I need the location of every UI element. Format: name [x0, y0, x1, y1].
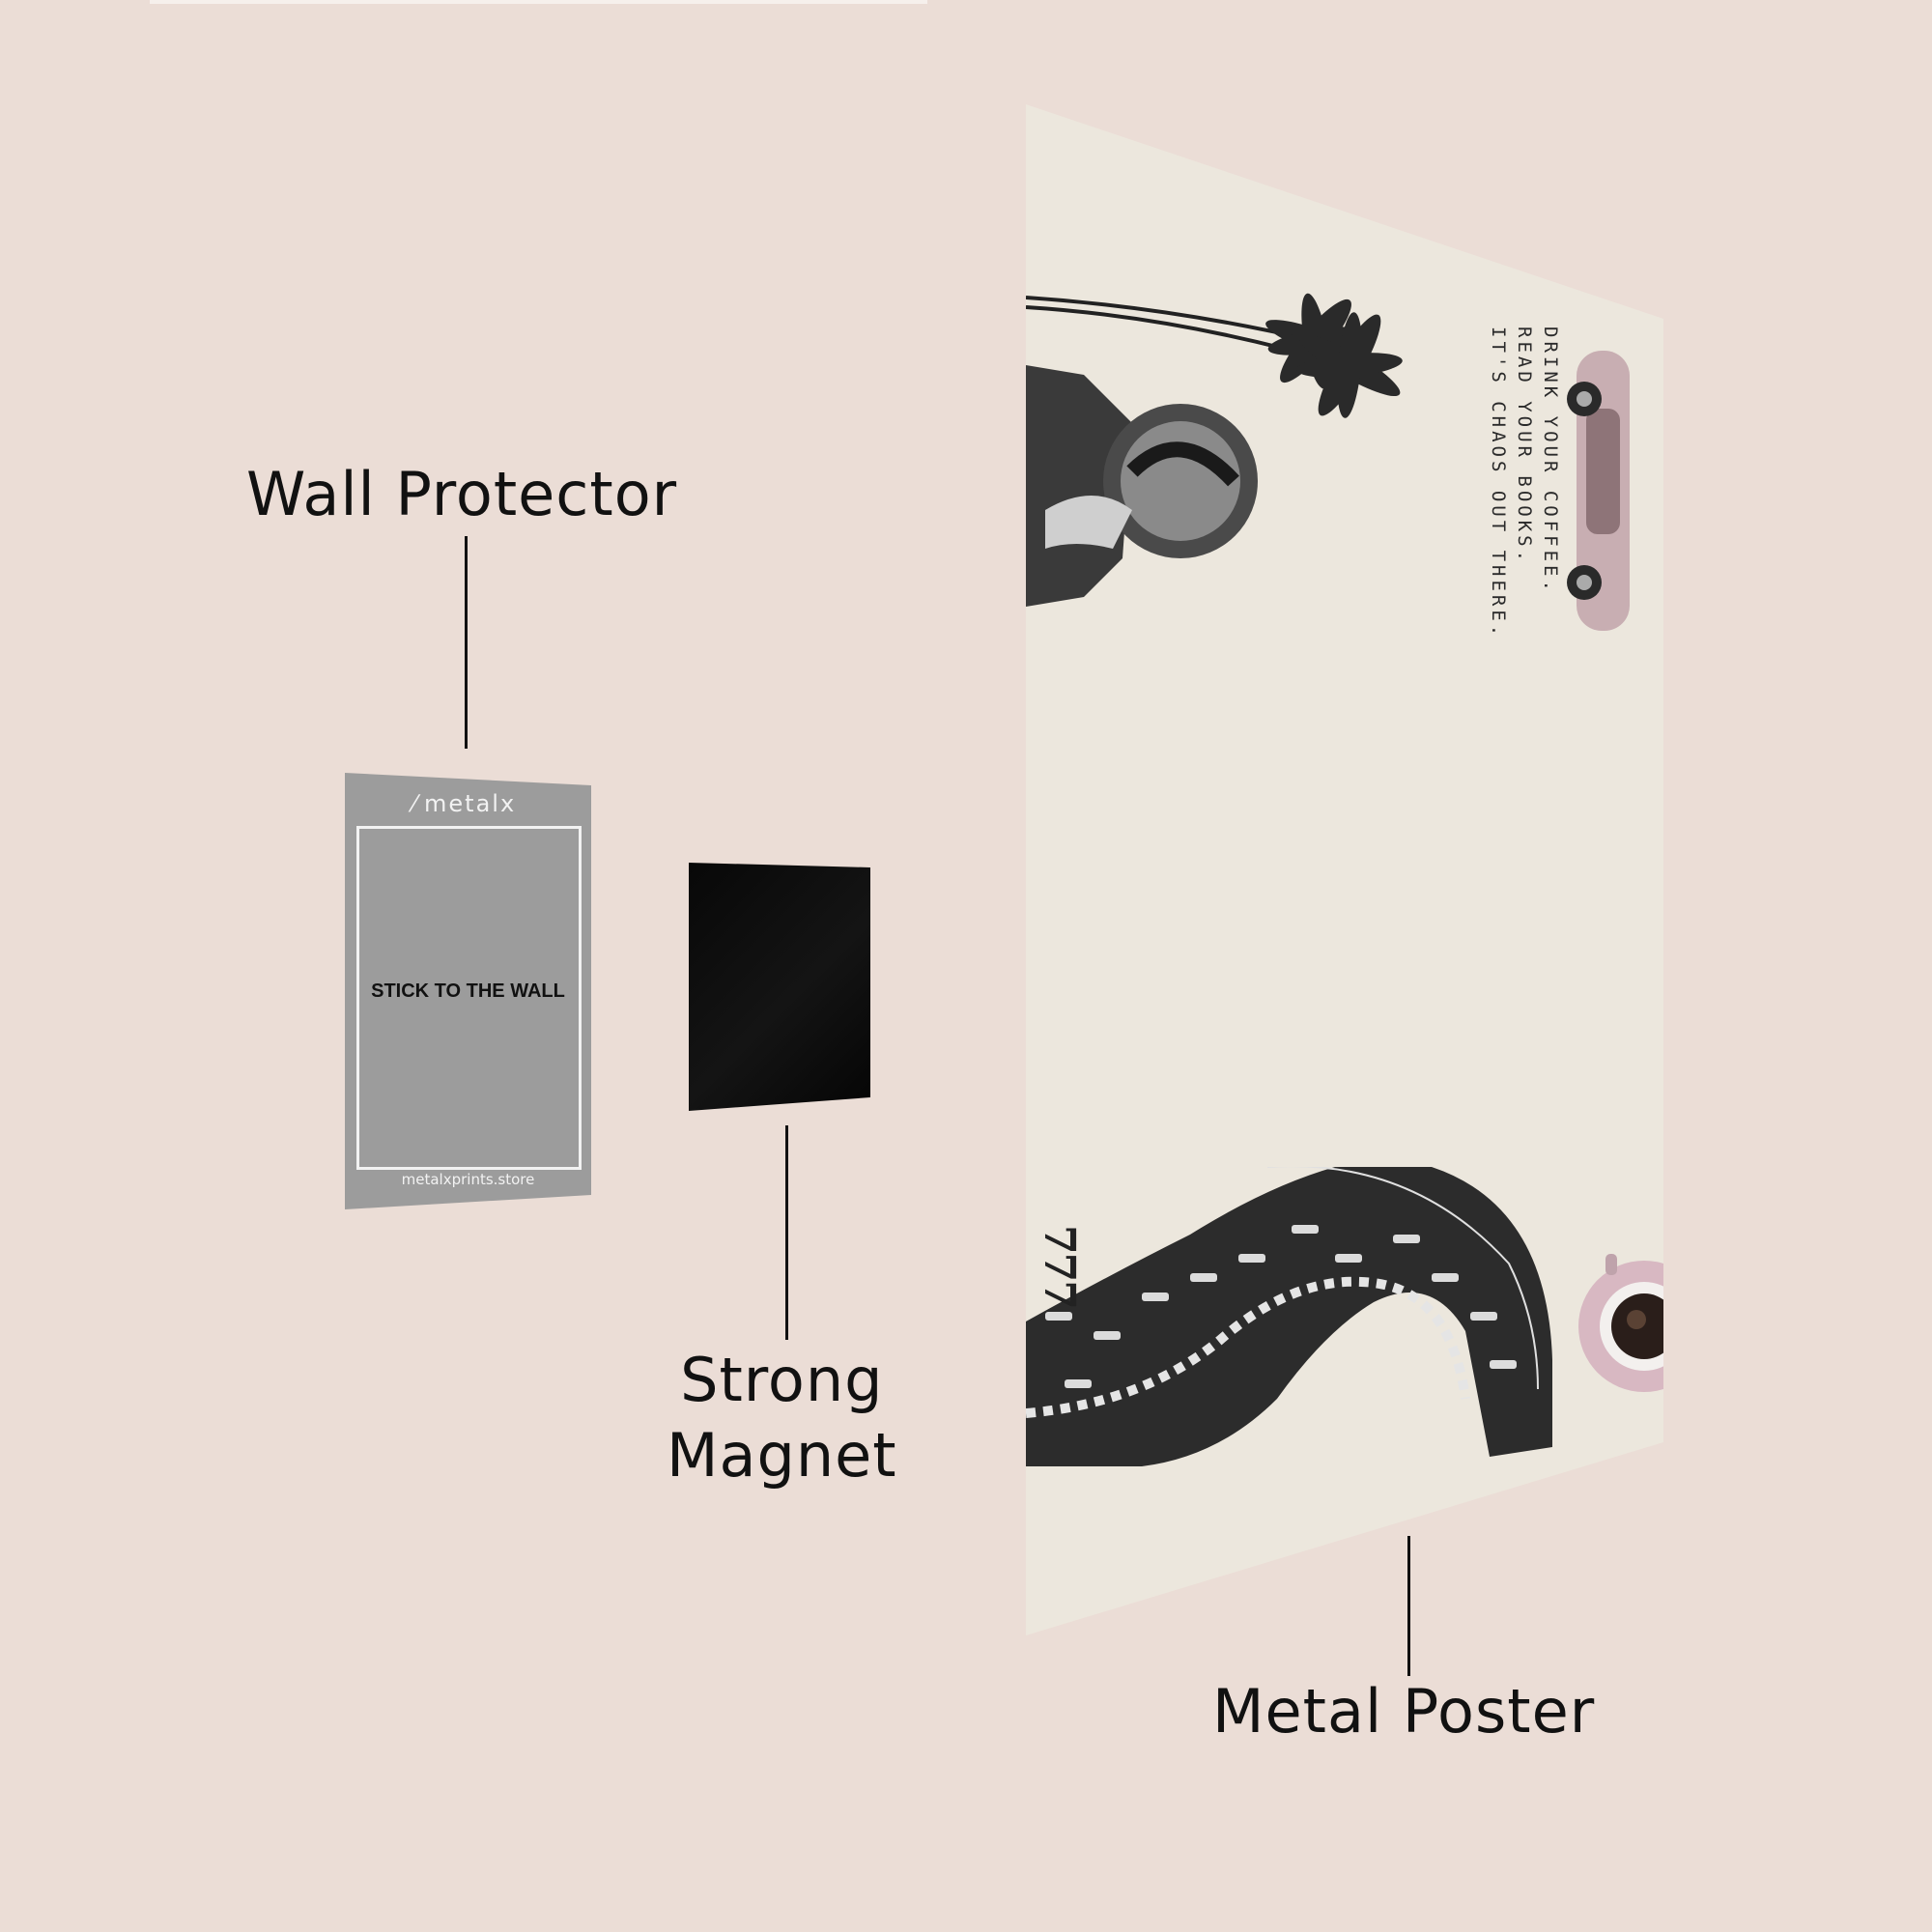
- race-track-illustration: [1026, 1167, 1552, 1466]
- wall-protector-label: Wall Protector: [246, 459, 678, 529]
- wall-protector-card: ⁄metalx STICK TO THE WALL metalxprints.s…: [345, 773, 591, 1209]
- strong-magnet-label-line2: Magnet: [667, 1420, 897, 1491]
- strong-magnet: [689, 863, 870, 1111]
- metalx-logo-icon: ⁄: [412, 790, 419, 817]
- pink-car-illustration: [1567, 351, 1630, 631]
- poster-leader-line: [1407, 1536, 1410, 1676]
- poster-quote-line1: DRINK YOUR COFFEE.: [1540, 327, 1561, 595]
- protector-website: metalxprints.store: [401, 1171, 535, 1188]
- palm-trees-illustration: [1026, 293, 1403, 418]
- driver-helmet-illustration: [1026, 365, 1258, 607]
- protector-frame: [356, 826, 582, 1170]
- protector-instruction: STICK TO THE WALL: [371, 980, 565, 1002]
- poster-quote-line3: IT'S CHAOS OUT THERE.: [1488, 327, 1509, 640]
- poster-number: 777: [1035, 1225, 1084, 1308]
- wall-protector-leader-line: [465, 536, 468, 749]
- metal-poster-label: Metal Poster: [1212, 1676, 1596, 1747]
- top-strip: [150, 0, 927, 4]
- strong-magnet-label: Strong Magnet: [667, 1343, 897, 1493]
- poster-quote: DRINK YOUR COFFEE. READ YOUR BOOKS. IT'S…: [1485, 327, 1563, 639]
- poster-quote-line2: READ YOUR BOOKS.: [1514, 327, 1535, 566]
- protector-brand: metalx: [424, 790, 517, 817]
- magnet-leader-line: [785, 1125, 788, 1340]
- strong-magnet-label-line1: Strong: [680, 1345, 884, 1415]
- metal-poster: DRINK YOUR COFFEE. READ YOUR BOOKS. IT'S…: [1026, 104, 1663, 1635]
- protector-logo: ⁄metalx: [412, 790, 516, 817]
- coffee-cup-illustration: [1578, 1254, 1663, 1392]
